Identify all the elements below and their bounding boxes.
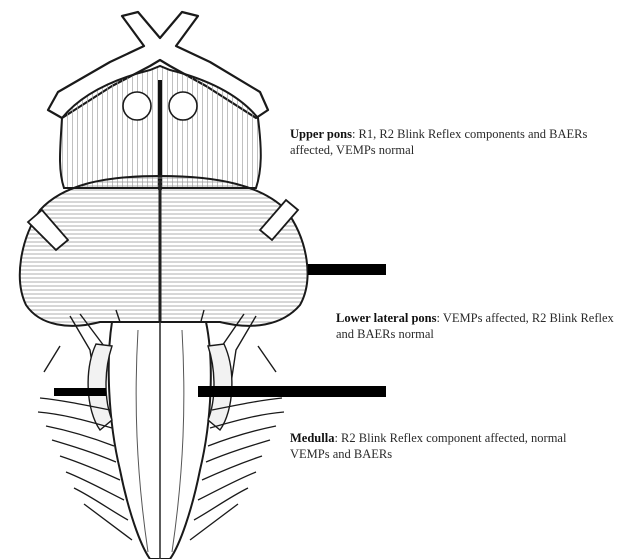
mammillary-body-left bbox=[123, 92, 151, 120]
annotation-medulla-title: Medulla bbox=[290, 431, 334, 445]
annotation-upper-pons-title: Upper pons bbox=[290, 127, 352, 141]
annotation-lower-lateral-pons-title: Lower lateral pons bbox=[336, 311, 436, 325]
mammillary-body-right bbox=[169, 92, 197, 120]
pons bbox=[20, 176, 308, 326]
medulla-marker-left bbox=[54, 388, 106, 396]
annotation-upper-pons: Upper pons: R1, R2 Blink Reflex componen… bbox=[290, 126, 610, 158]
annotation-lower-lateral-pons: Lower lateral pons: VEMPs affected, R2 B… bbox=[336, 310, 622, 342]
lower-lateral-pons-marker bbox=[308, 264, 386, 275]
annotation-medulla: Medulla: R2 Blink Reflex component affec… bbox=[290, 430, 590, 462]
medulla-marker-right bbox=[198, 386, 386, 397]
